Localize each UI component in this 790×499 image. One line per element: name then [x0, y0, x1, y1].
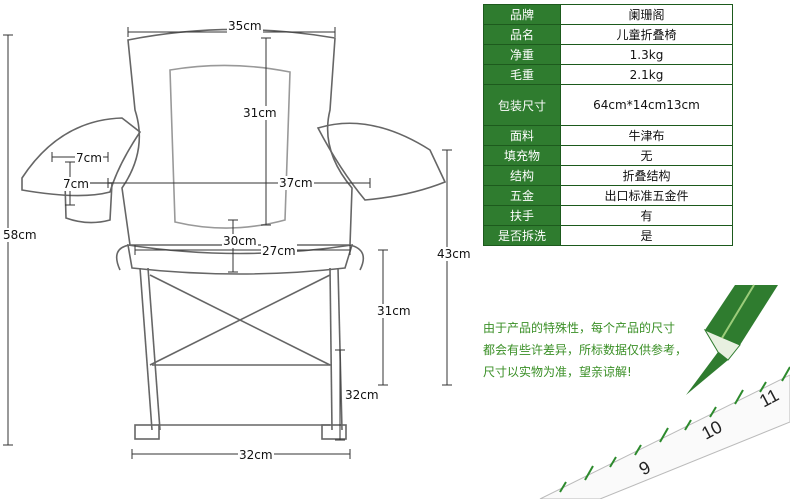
dim-armrest-height: 43cm: [436, 247, 472, 261]
spec-row-filling: 填充物无: [483, 145, 733, 166]
dim-total-height: 58cm: [2, 228, 38, 242]
spec-value: 是: [560, 225, 733, 246]
spec-row-name: 品名儿童折叠椅: [483, 24, 733, 45]
spec-row-armrest: 扶手有: [483, 205, 733, 226]
spec-label: 毛重: [483, 64, 561, 85]
dim-back-height: 31cm: [242, 106, 278, 120]
spec-value: 有: [560, 205, 733, 226]
spec-label: 填充物: [483, 145, 561, 166]
spec-label: 五金: [483, 185, 561, 206]
note-line-2: 都会有些许差异，所标数据仅供参考，: [483, 343, 688, 357]
spec-value: 无: [560, 145, 733, 166]
ruler-graphic: [539, 366, 790, 499]
spec-label: 包装尺寸: [483, 84, 561, 126]
spec-row-fabric: 面料牛津布: [483, 125, 733, 146]
dim-seat-width: 27cm: [261, 244, 297, 258]
spec-row-washable: 是否拆洗是: [483, 225, 733, 246]
spec-value: 儿童折叠椅: [560, 24, 733, 45]
spec-row-structure: 结构折叠结构: [483, 165, 733, 186]
spec-label: 面料: [483, 125, 561, 146]
spec-value: 出口标准五金件: [560, 185, 733, 206]
size-disclaimer: 由于产品的特殊性，每个产品的尺寸 都会有些许差异，所标数据仅供参考， 尺寸以实物…: [483, 317, 698, 383]
note-line-3: 尺寸以实物为准，望亲谅解!: [483, 365, 632, 379]
spec-row-hardware: 五金出口标准五金件: [483, 185, 733, 206]
spec-label: 结构: [483, 165, 561, 186]
dim-cup-height: 7cm: [62, 177, 90, 191]
spec-row-brand: 品牌阑珊阁: [483, 4, 733, 25]
pencil-icon: [686, 284, 778, 395]
spec-label: 扶手: [483, 205, 561, 226]
dim-cup-width: 7cm: [75, 151, 103, 165]
spec-value: 牛津布: [560, 125, 733, 146]
spec-label: 品名: [483, 24, 561, 45]
spec-value: 阑珊阁: [560, 4, 733, 25]
dim-seat-height: 31cm: [376, 304, 412, 318]
dim-base-width: 32cm: [238, 448, 274, 462]
spec-label: 净重: [483, 44, 561, 65]
dim-leg-height: 32cm: [344, 388, 380, 402]
spec-label: 是否拆洗: [483, 225, 561, 246]
dim-top-width: 35cm: [227, 19, 263, 33]
spec-value: 2.1kg: [560, 64, 733, 85]
spec-value: 折叠结构: [560, 165, 733, 186]
note-line-1: 由于产品的特殊性，每个产品的尺寸: [483, 321, 676, 335]
spec-value: 1.3kg: [560, 44, 733, 65]
chair-illustration: [21, 28, 447, 440]
dim-seat-depth: 30cm: [222, 234, 258, 248]
spec-label: 品牌: [483, 4, 561, 25]
dim-armrest-span: 37cm: [278, 176, 314, 190]
spec-value: 64cm*14cm13cm: [560, 84, 733, 126]
